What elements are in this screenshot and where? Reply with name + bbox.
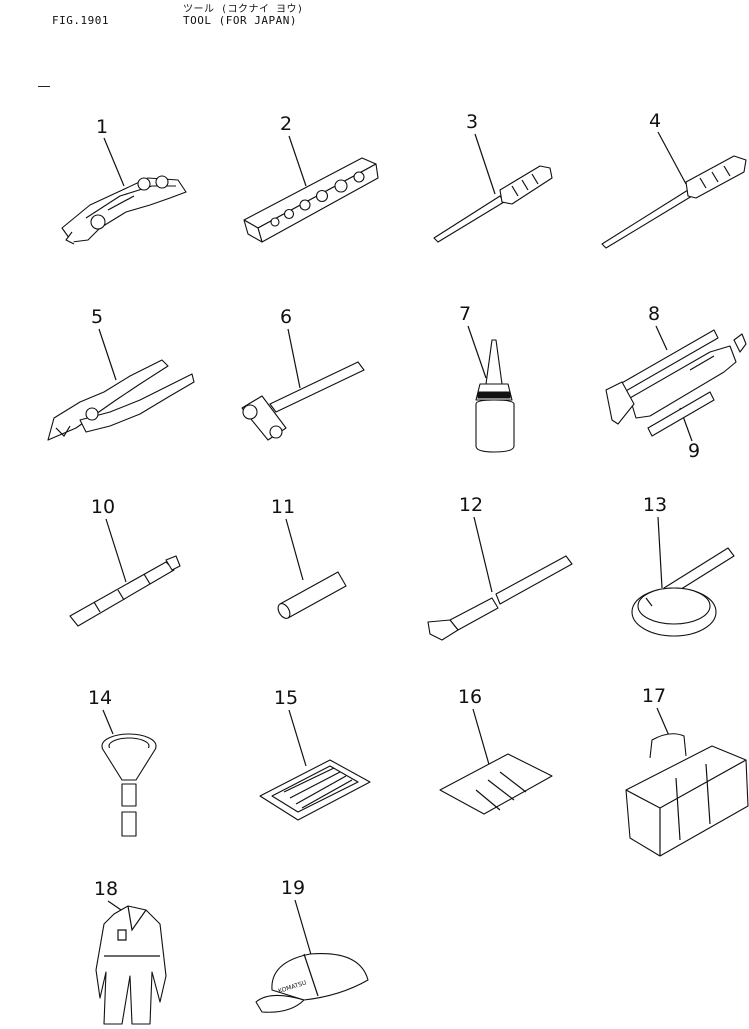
leader-line-13: [657, 516, 663, 589]
figure-title: TOOL (FOR JAPAN): [183, 14, 297, 27]
callout-8[interactable]: 8: [648, 303, 668, 351]
callout-number-11: 11: [271, 496, 295, 518]
callout-number-9: 9: [688, 440, 700, 462]
scraper-icon: [427, 555, 573, 641]
pliers-icon: [47, 359, 195, 441]
callout-1[interactable]: 1: [96, 116, 125, 187]
leader-line-3: [474, 133, 496, 195]
callout-number-2: 2: [280, 113, 292, 135]
callout-17[interactable]: 17: [642, 685, 671, 739]
leader-line-4: [657, 131, 687, 185]
leader-line-14: [102, 709, 114, 735]
hammer-icon: [241, 361, 365, 441]
tool-bag-icon: [625, 733, 749, 857]
callout-3[interactable]: 3: [466, 111, 496, 195]
callout-number-15: 15: [274, 687, 298, 709]
callout-16[interactable]: 16: [458, 686, 491, 769]
callout-12[interactable]: 12: [459, 494, 493, 593]
callout-number-19: 19: [281, 877, 305, 899]
coverall-icon: [95, 905, 167, 1025]
callout-number-7: 7: [459, 303, 471, 325]
wrench-set-icon: [61, 175, 187, 245]
leader-line-7: [467, 325, 487, 379]
grease-gun-icon: [605, 329, 747, 425]
callout-number-1: 1: [96, 116, 108, 138]
callout-2[interactable]: 2: [280, 113, 307, 187]
leader-line-1: [103, 137, 125, 187]
extension-bar-icon: [69, 555, 181, 627]
oil-can-icon: [475, 339, 515, 453]
callout-number-14: 14: [88, 687, 112, 709]
figure-title-japanese: ツール (コクナイ ヨウ): [183, 4, 304, 15]
margin-tick: [38, 86, 50, 87]
screwdriver-flat-icon: [601, 155, 747, 249]
pin-icon: [277, 571, 347, 619]
callout-number-6: 6: [280, 306, 292, 328]
callout-15[interactable]: 15: [274, 687, 307, 767]
filter-wrench-icon: [631, 547, 735, 637]
callout-number-18: 18: [94, 878, 118, 900]
callout-number-13: 13: [643, 494, 667, 516]
leader-line-2: [288, 135, 307, 187]
callout-number-3: 3: [466, 111, 478, 133]
socket-set-icon: [243, 157, 379, 243]
callout-11[interactable]: 11: [271, 496, 304, 581]
grease-gun-nozzle-icon: [647, 391, 715, 437]
leader-line-16: [472, 708, 491, 769]
callout-14[interactable]: 14: [88, 687, 114, 735]
callout-18[interactable]: 18: [94, 878, 125, 913]
leader-line-17: [656, 707, 671, 739]
callout-5[interactable]: 5: [91, 306, 117, 381]
callout-4[interactable]: 4: [649, 110, 687, 185]
leader-line-5: [98, 328, 117, 381]
callout-number-16: 16: [458, 686, 482, 708]
leader-line-11: [285, 518, 304, 581]
leader-line-8: [655, 325, 668, 351]
funnel-icon: [101, 733, 157, 837]
bag-icon: [439, 753, 553, 815]
callout-number-4: 4: [649, 110, 661, 132]
callout-19[interactable]: 19: [281, 877, 313, 959]
callout-13[interactable]: 13: [643, 494, 667, 589]
figure-label: FIG.1901: [52, 14, 109, 27]
callout-number-8: 8: [648, 303, 660, 325]
callout-number-17: 17: [642, 685, 666, 707]
callout-number-10: 10: [91, 496, 115, 518]
callout-number-12: 12: [459, 494, 483, 516]
leader-line-15: [288, 709, 307, 767]
cap-icon: KOMATSU: [255, 952, 369, 1013]
callout-10[interactable]: 10: [91, 496, 127, 583]
leader-line-6: [287, 328, 301, 389]
callout-6[interactable]: 6: [280, 306, 301, 389]
leader-line-12: [473, 516, 493, 593]
leader-line-10: [105, 518, 127, 583]
mat-icon: [259, 759, 371, 821]
callout-7[interactable]: 7: [459, 303, 487, 379]
callout-number-5: 5: [91, 306, 103, 328]
leader-line-19: [294, 899, 313, 959]
screwdriver-phillips-icon: [433, 165, 553, 243]
